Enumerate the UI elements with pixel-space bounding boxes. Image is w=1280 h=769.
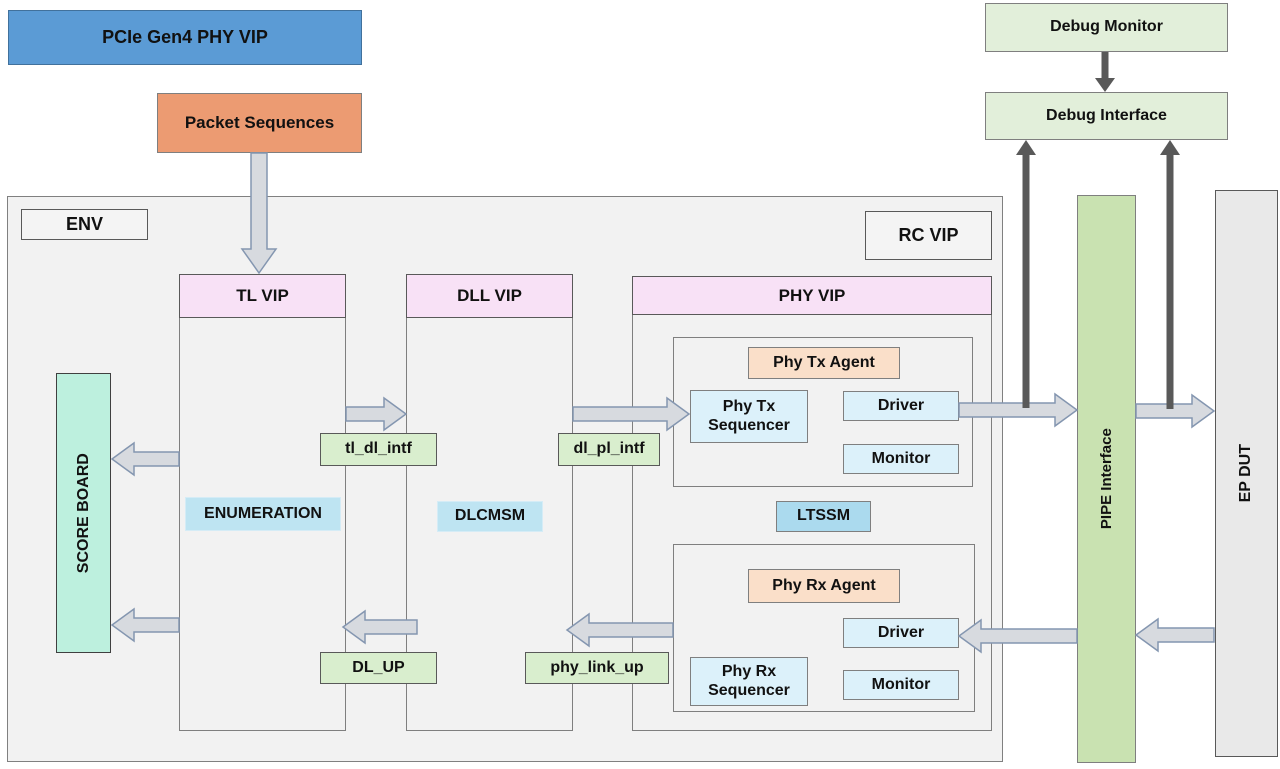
score-board-block: SCORE BOARD bbox=[56, 373, 111, 653]
dl-pl-intf-label: dl_pl_intf bbox=[558, 433, 660, 466]
debug-monitor-block: Debug Monitor bbox=[985, 3, 1228, 52]
enumeration-label: ENUMERATION bbox=[185, 497, 341, 531]
phy-tx-monitor-block: Monitor bbox=[843, 444, 959, 474]
phy-rx-driver-block: Driver bbox=[843, 618, 959, 648]
arrow-epdut-to-pipe bbox=[1134, 617, 1215, 653]
phy-tx-sequencer-block: Phy Tx Sequencer bbox=[690, 390, 808, 443]
phy-link-up-label: phy_link_up bbox=[525, 652, 669, 684]
phy-rx-sequencer-block: Phy Rx Sequencer bbox=[690, 657, 808, 706]
phy-tx-driver-block: Driver bbox=[843, 391, 959, 421]
pipe-interface-label: PIPE Interface bbox=[1097, 428, 1115, 530]
diagram-title: PCIe Gen4 PHY VIP bbox=[8, 10, 362, 65]
debug-interface-block: Debug Interface bbox=[985, 92, 1228, 140]
rc-vip-label: RC VIP bbox=[865, 211, 992, 260]
env-label: ENV bbox=[21, 209, 148, 240]
arrow-pipe-to-epdut bbox=[1135, 393, 1216, 429]
phy-tx-agent-label: Phy Tx Agent bbox=[748, 347, 900, 379]
tl-vip-header: TL VIP bbox=[179, 274, 346, 318]
dl-up-label: DL_UP bbox=[320, 652, 437, 684]
ep-dut-block: EP DUT bbox=[1215, 190, 1278, 757]
score-board-label: SCORE BOARD bbox=[74, 452, 92, 573]
dlcmsm-label: DLCMSM bbox=[437, 501, 543, 532]
packet-sequences-block: Packet Sequences bbox=[157, 93, 362, 153]
tl-dl-intf-label: tl_dl_intf bbox=[320, 433, 437, 466]
ltssm-label: LTSSM bbox=[776, 501, 871, 532]
phy-rx-agent-label: Phy Rx Agent bbox=[748, 569, 900, 603]
phy-vip-header: PHY VIP bbox=[632, 276, 992, 315]
dll-vip-header: DLL VIP bbox=[406, 274, 573, 318]
phy-rx-monitor-block: Monitor bbox=[843, 670, 959, 700]
ep-dut-label: EP DUT bbox=[1237, 444, 1255, 503]
pipe-interface-block: PIPE Interface bbox=[1077, 195, 1136, 763]
